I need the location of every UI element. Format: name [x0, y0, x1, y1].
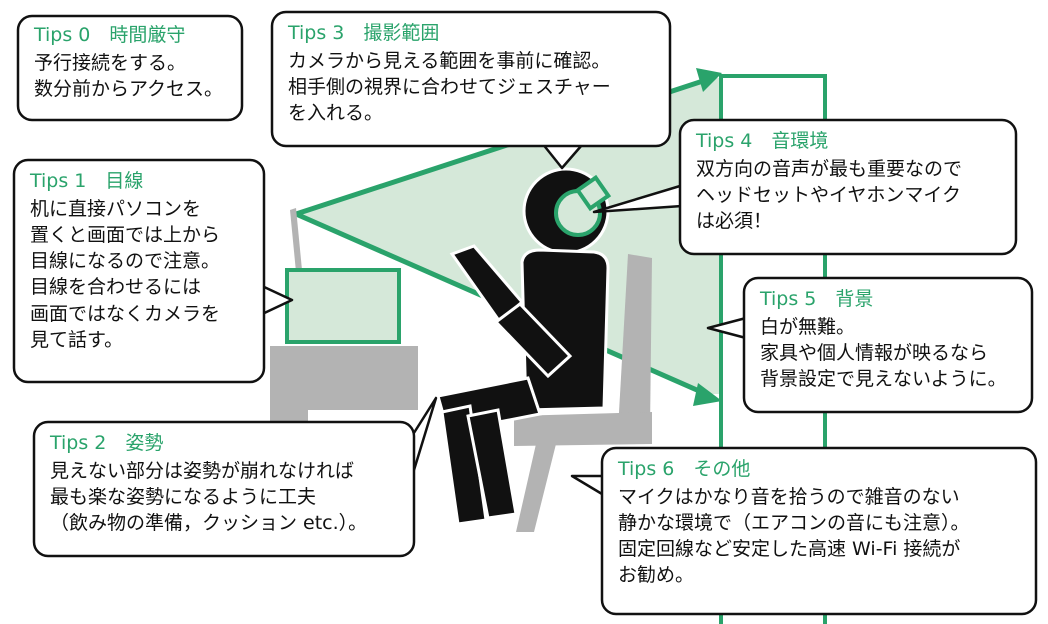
tips4-line: 双方向の音声が最も重要なので — [696, 157, 963, 180]
tips4-box — [678, 118, 1018, 256]
lower-arm — [493, 302, 573, 379]
tips3-line: を入れる。 — [288, 102, 384, 125]
camera-view-cone — [296, 78, 722, 394]
headset-icon — [554, 174, 612, 237]
chair — [514, 254, 652, 532]
tips4-title: Tips 4 音環境 — [696, 130, 829, 152]
tips6-title: Tips 6 その他 — [618, 458, 751, 480]
person — [436, 167, 612, 526]
tips5-title: Tips 5 背景 — [760, 288, 874, 310]
tips4-line: ヘッドセットやイヤホンマイク — [696, 183, 962, 206]
tips5-callout: Tips 5 背景 白が無難。 家具や個人情報が映るなら 背景設定で見えないよう… — [760, 288, 1007, 392]
tips2-line: （飲み物の準備，クッション etc.）。 — [50, 512, 368, 535]
tips2-line: 見えない部分は姿勢が崩れなければ — [50, 459, 355, 482]
tips6-line: マイクはかなり音を拾うので雑音のない — [618, 485, 960, 508]
tips1-box — [12, 158, 266, 384]
shin-front — [466, 408, 518, 520]
raised-arm — [449, 244, 525, 325]
tips6-box — [600, 446, 1038, 616]
tips6-line: お勧め。 — [618, 564, 695, 587]
tips0-title: Tips 0 時間厳守 — [34, 24, 186, 46]
view-arrow-upper — [696, 68, 722, 92]
tips1-line: 目線になるので注意。 — [30, 250, 221, 273]
tips5-box — [742, 276, 1034, 414]
laptop — [285, 208, 401, 344]
tips1-line: 画面ではなくカメラを — [30, 302, 221, 325]
tips1-title: Tips 1 目線 — [30, 170, 144, 192]
tips4-line: は必須！ — [696, 210, 773, 233]
tips1-callout: Tips 1 目線 机に直接パソコンを 置くと画面では上から 目線になるので注意… — [30, 170, 220, 353]
view-arrow-lower — [693, 383, 722, 406]
tips3-line: カメラから見える範囲を事前に確認。 — [288, 49, 611, 72]
tips5-line: 家具や個人情報が映るなら — [760, 341, 989, 364]
tips1-line: 見て話す。 — [30, 328, 124, 351]
tips1-line: 目線を合わせるには — [30, 276, 202, 299]
tips0-line: 予行接続をする。 — [34, 51, 187, 74]
tips2-line: 最も楽な姿勢になるように工夫 — [50, 485, 317, 508]
callout-boxes — [12, 10, 1038, 616]
tips4-callout: Tips 4 音環境 双方向の音声が最も重要なので ヘッドセットやイヤホンマイク… — [696, 130, 962, 234]
tips3-box — [270, 10, 672, 148]
tips6-callout: Tips 6 その他 マイクはかなり音を拾うので雑音のない 静かな環境で（エアコ… — [618, 458, 970, 589]
shin-back — [440, 404, 488, 526]
tips1-line: 机に直接パソコンを — [30, 197, 202, 220]
tips3-line: 相手側の視界に合わせてジェスチャー — [288, 75, 611, 98]
tips0-callout: Tips 0 時間厳守 予行接続をする。 数分前からアクセス。 — [34, 24, 223, 102]
tips5-line: 白が無難。 — [760, 315, 856, 338]
tips6-line: 静かな環境で（エアコンの音にも注意）。 — [618, 511, 970, 534]
tips2-title: Tips 2 姿勢 — [50, 432, 164, 454]
tips5-line: 背景設定で見えないように。 — [760, 368, 1007, 391]
tips0-line: 数分前からアクセス。 — [34, 77, 224, 100]
tips3-title: Tips 3 撮影範囲 — [288, 22, 440, 44]
tips3-callout: Tips 3 撮影範囲 カメラから見える範囲を事前に確認。 相手側の視界に合わせ… — [288, 22, 611, 126]
tips1-line: 置くと画面では上から — [30, 223, 221, 246]
tips6-line: 固定回線など安定した高速 Wi-Fi 接続が — [618, 538, 961, 561]
tips2-callout: Tips 2 姿勢 見えない部分は姿勢が崩れなければ 最も楽な姿勢になるように工… — [50, 432, 367, 536]
tips0-box — [16, 14, 244, 122]
tips2-box — [32, 420, 416, 558]
